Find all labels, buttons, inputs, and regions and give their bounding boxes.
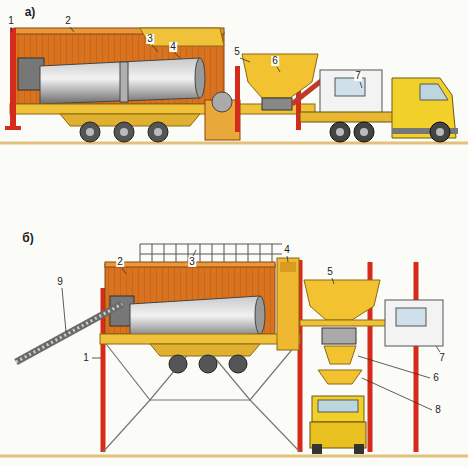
callout-number: 7	[354, 71, 362, 81]
ground	[0, 142, 468, 145]
trailer	[5, 28, 382, 142]
callout-number: 3	[188, 257, 196, 267]
leader-lines	[62, 250, 440, 410]
callout-number: 7	[438, 353, 446, 363]
truck-tractor	[300, 78, 458, 142]
view-label: б)	[21, 232, 34, 244]
callout-number: 5	[233, 47, 241, 57]
callout-number: 6	[271, 56, 279, 66]
plant-working	[16, 244, 443, 452]
callout-number: 2	[64, 16, 72, 26]
view-label: а)	[24, 6, 37, 18]
callout-number: 2	[116, 257, 124, 267]
leader-lines	[11, 27, 362, 88]
callout-number: 1	[7, 16, 15, 26]
ground	[0, 455, 468, 458]
callout-number: 9	[56, 277, 64, 287]
callout-number: 5	[326, 267, 334, 277]
callout-number: 3	[146, 34, 154, 44]
callout-number: 4	[169, 42, 177, 52]
callout-number: 6	[432, 373, 440, 383]
callout-number: 8	[434, 405, 442, 415]
callout-number: 1	[82, 353, 90, 363]
dump-truck	[310, 396, 366, 454]
callout-number: 4	[283, 245, 291, 255]
